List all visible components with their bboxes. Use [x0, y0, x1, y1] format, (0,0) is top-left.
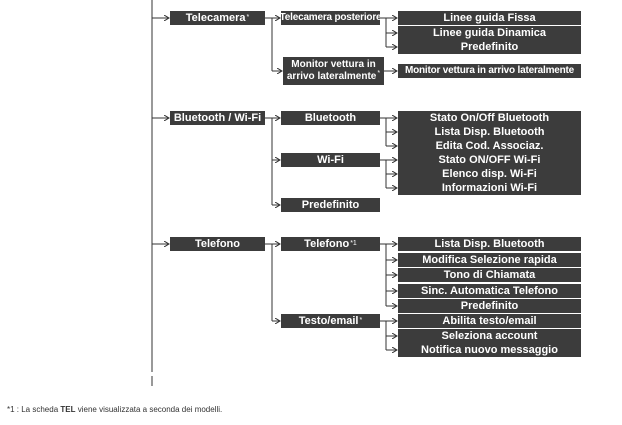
menu-side-monitor[interactable]: Monitor vettura in arrivo lateralmente* [283, 57, 384, 85]
menu-rear-item-2[interactable]: Predefinito [398, 40, 581, 54]
menu-bluetooth-item-2[interactable]: Edita Cod. Associaz. [398, 139, 581, 153]
menu-wifi-item-0[interactable]: Stato ON/OFF Wi-Fi [398, 153, 581, 167]
menu-text-item-2-label: Notifica nuovo messaggio [421, 344, 558, 356]
menu-phone-item-1[interactable]: Modifica Selezione rapida [398, 253, 581, 267]
menu-phone-label: Telefono [194, 238, 240, 250]
menu-phone-sub[interactable]: Telefono*1 [281, 237, 380, 251]
menu-bluetooth-wifi[interactable]: Bluetooth / Wi-Fi [170, 111, 265, 125]
menu-text-item-1-label: Seleziona account [441, 330, 538, 342]
menu-text-item-2[interactable]: Notifica nuovo messaggio [398, 343, 581, 357]
footnote-text: viene visualizzata a seconda dei modelli… [77, 405, 223, 414]
menu-bluetooth-item-1-label: Lista Disp. Bluetooth [434, 126, 545, 138]
menu-camera[interactable]: Telecamera* [170, 11, 265, 25]
menu-phone[interactable]: Telefono [170, 237, 265, 251]
menu-side-item-0[interactable]: Monitor vettura in arrivo lateralmente [398, 64, 581, 78]
menu-bt-default[interactable]: Predefinito [281, 198, 380, 212]
menu-bluetooth-item-0[interactable]: Stato On/Off Bluetooth [398, 111, 581, 125]
menu-phone-item-3[interactable]: Sinc. Automatica Telefono [398, 284, 581, 298]
menu-rear-camera[interactable]: Telecamera posteriore [279, 11, 382, 25]
menu-wifi-item-2[interactable]: Informazioni Wi-Fi [398, 181, 581, 195]
menu-side-monitor-line2: arrivo lateralmente [286, 71, 377, 82]
menu-bluetooth-item-0-label: Stato On/Off Bluetooth [429, 112, 550, 124]
menu-wifi-item-1[interactable]: Elenco disp. Wi-Fi [398, 167, 581, 181]
menu-wifi[interactable]: Wi-Fi [281, 153, 380, 167]
menu-text-item-0[interactable]: Abilita testo/email [398, 314, 581, 328]
menu-bluetooth[interactable]: Bluetooth [281, 111, 380, 125]
menu-rear-item-2-label: Predefinito [460, 41, 519, 53]
menu-rear-camera-label: Telecamera posteriore [279, 12, 382, 23]
menu-bluetooth-item-2-label: Edita Cod. Associaz. [435, 140, 544, 152]
menu-phone-item-1-label: Modifica Selezione rapida [422, 254, 557, 266]
menu-phone-item-0[interactable]: Lista Disp. Bluetooth [398, 237, 581, 251]
menu-wifi-item-1-label: Elenco disp. Wi-Fi [442, 168, 537, 180]
menu-wifi-item-0-label: Stato ON/OFF Wi-Fi [438, 154, 541, 166]
menu-phone-sub-label: Telefono [304, 238, 350, 250]
menu-rear-item-1[interactable]: Linee guida Dinamica [398, 26, 581, 40]
menu-text-item-0-label: Abilita testo/email [442, 315, 537, 327]
menu-bluetooth-wifi-label: Bluetooth / Wi-Fi [173, 112, 262, 124]
menu-side-monitor-line1: Monitor vettura in [291, 59, 376, 70]
menu-bluetooth-label: Bluetooth [304, 112, 357, 124]
menu-phone-item-4-label: Predefinito [460, 300, 519, 312]
menu-rear-item-0[interactable]: Linee guida Fissa [398, 11, 581, 25]
menu-side-item-0-label: Monitor vettura in arrivo lateralmente [404, 65, 575, 76]
menu-rear-item-1-label: Linee guida Dinamica [432, 27, 547, 39]
menu-phone-item-4[interactable]: Predefinito [398, 299, 581, 313]
menu-wifi-label: Wi-Fi [317, 154, 344, 166]
menu-wifi-item-2-label: Informazioni Wi-Fi [441, 182, 538, 194]
footnote-mark: * [377, 69, 381, 77]
menu-text-item-1[interactable]: Seleziona account [398, 329, 581, 343]
menu-rear-item-0-label: Linee guida Fissa [443, 12, 536, 24]
menu-phone-item-3-label: Sinc. Automatica Telefono [421, 285, 558, 297]
menu-text-email[interactable]: Testo/email* [281, 314, 380, 328]
menu-camera-label: Telecamera [185, 12, 246, 24]
menu-phone-item-0-label: Lista Disp. Bluetooth [434, 238, 545, 250]
footnote-tab-name: TEL [60, 405, 76, 414]
menu-phone-item-2[interactable]: Tono di Chiamata [398, 268, 581, 282]
footnote-marker: *1 : La scheda [7, 405, 59, 414]
menu-text-email-label: Testo/email [298, 315, 359, 327]
menu-phone-item-2-label: Tono di Chiamata [443, 269, 536, 281]
menu-bt-default-label: Predefinito [301, 199, 360, 211]
footnote: *1 : La scheda TEL viene visualizzata a … [7, 405, 222, 414]
menu-bluetooth-item-1[interactable]: Lista Disp. Bluetooth [398, 125, 581, 139]
